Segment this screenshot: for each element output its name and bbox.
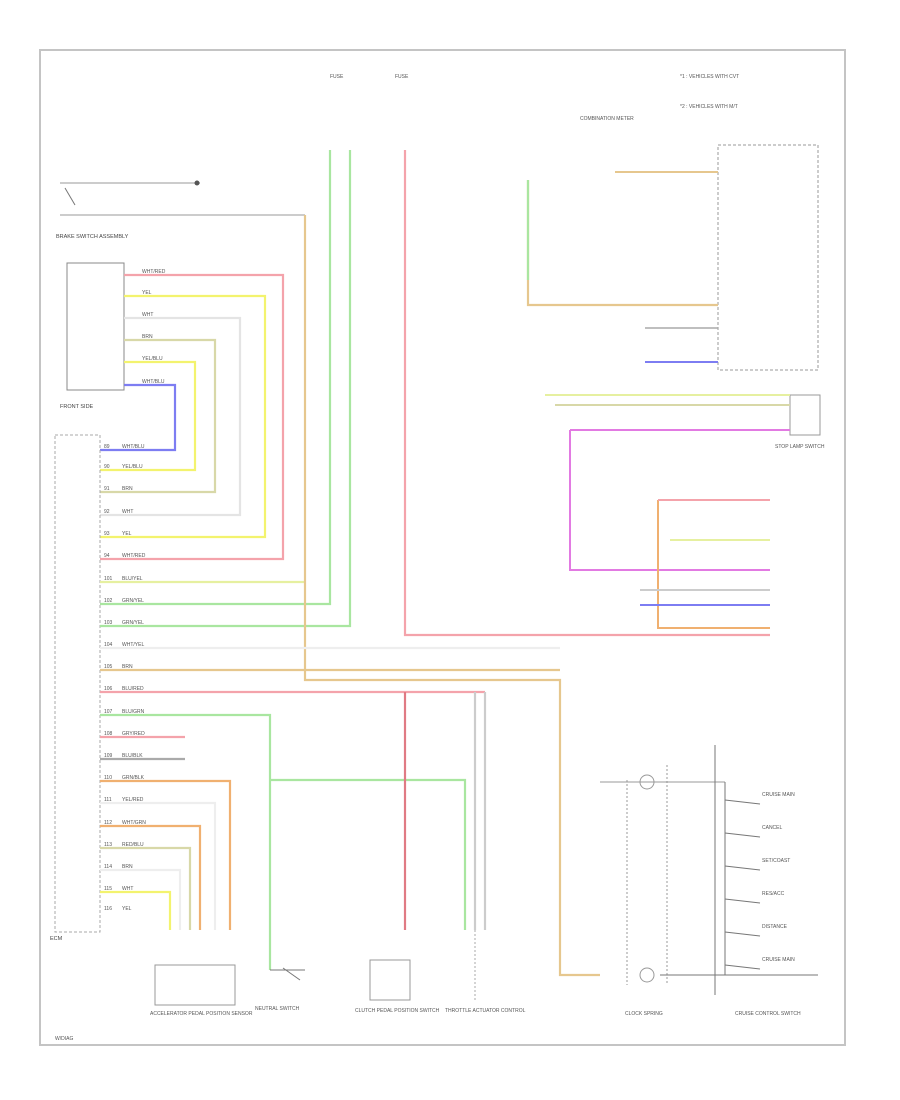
ecm-wire-color: WHT	[122, 886, 133, 892]
ecm-label: ECM	[50, 936, 63, 942]
ecm-wire-color: BLU/RED	[122, 686, 144, 692]
ecm-pin-number: 102	[104, 598, 113, 604]
cruise-switch-contact	[724, 964, 761, 970]
ecm-wire-color: GRN/YEL	[122, 598, 144, 604]
clock-spring-label: CLOCK SPRING	[625, 1011, 663, 1017]
ecm-wire-color: WHT/YEL	[122, 642, 144, 648]
ecm-pin-number: 114	[104, 864, 112, 870]
ecm-wire-color: BRN	[122, 664, 133, 670]
fuse-a-label: FUSE	[330, 74, 344, 80]
combination-meter	[526, 144, 819, 371]
front-connector-label: FRONT SIDE	[60, 404, 94, 410]
footer-label: W/DIAG	[55, 1036, 73, 1042]
ecm-pin-number: 89	[104, 444, 110, 450]
stop-lamp-switch-label: STOP LAMP SWITCH	[775, 444, 825, 450]
stop-lamp-switch	[545, 394, 821, 629]
note-2: *2 : VEHICLES WITH M/T	[680, 104, 738, 110]
ecm-pin-number: 94	[104, 553, 110, 559]
ecm-wire-color: RED/BLU	[122, 842, 144, 848]
ecm-wire-color: YEL	[122, 531, 132, 537]
ecm-box	[54, 434, 101, 933]
neutral-switch-symbol	[270, 967, 305, 981]
top-brake-switch	[60, 180, 305, 216]
ecm-wire-color: YEL/RED	[122, 797, 144, 803]
actuator-label: THROTTLE ACTUATOR CONTROL	[445, 1008, 526, 1014]
combination-meter-label: COMBINATION METER	[580, 116, 634, 122]
ecm-wire-color: GRY/RED	[122, 731, 145, 737]
switch-wire-label: WHT/RED	[142, 269, 166, 275]
cruise-switch-contact	[724, 865, 761, 871]
ecm-wire-color: BRN	[122, 864, 133, 870]
ecm-pin-number: 104	[104, 642, 113, 648]
accel-sensor-box	[154, 964, 236, 1006]
cruise-switch-contact	[724, 799, 761, 805]
ecm-pin-number: 101	[104, 576, 113, 582]
clock-spring	[600, 745, 818, 995]
switch-wire-label: YEL/BLU	[142, 356, 163, 362]
cruise-switch-item: CRUISE MAIN	[762, 957, 795, 963]
ecm-pin-number: 93	[104, 531, 110, 537]
ecm-wire-color: WHT/GRN	[122, 820, 146, 826]
cruise-switch-item: SET/COAST	[762, 858, 790, 864]
ecm-pin-number: 103	[104, 620, 113, 626]
switch-wire-label: WHT	[142, 312, 153, 318]
note-1: *1 : VEHICLES WITH CVT	[680, 74, 739, 80]
cruise-switch-label: CRUISE CONTROL SWITCH	[735, 1011, 801, 1017]
ecm-wire-color: WHT/RED	[122, 553, 146, 559]
ecm-pin-number: 105	[104, 664, 113, 670]
switch-assembly-box	[66, 262, 125, 391]
ecm-pin-number: 112	[104, 820, 112, 826]
ecm-wire-color: GRN/YEL	[122, 620, 144, 626]
ecm-wire-color: BLU/BLK	[122, 753, 143, 759]
ecm-pin-number: 107	[104, 709, 113, 715]
ecm-wire-color: WHT	[122, 509, 133, 515]
ecm-wire-color: YEL	[122, 906, 132, 912]
ecm-pin-number: 113	[104, 842, 112, 848]
neutral-switch-label: NEUTRAL SWITCH	[255, 1006, 300, 1012]
ecm-wire-color: WHT/BLU	[122, 444, 145, 450]
clutch-switch-box	[369, 959, 411, 1001]
ecm-wire-color: BLU/YEL	[122, 576, 143, 582]
cruise-switch-item: RES/ACC	[762, 891, 785, 897]
switch-wire-label: YEL	[142, 290, 152, 296]
switch-assembly-label: BRAKE SWITCH ASSEMBLY	[56, 234, 129, 240]
ecm-pin-number: 116	[104, 906, 112, 912]
ecm-wires	[100, 150, 770, 977]
diagram-frame	[39, 49, 846, 1046]
ecm-wire-color: BRN	[122, 486, 133, 492]
ecm-pin-number: 92	[104, 509, 110, 515]
switch-wire-label: BRN	[142, 334, 153, 340]
cruise-switch-contact	[724, 832, 761, 838]
ecm-wire-color: BLU/GRN	[122, 709, 145, 715]
fuse-b-label: FUSE	[395, 74, 409, 80]
switch-wires	[100, 273, 285, 561]
ecm-pin-number: 108	[104, 731, 113, 737]
ecm-pin-number: 91	[104, 486, 110, 492]
ecm-pin-number: 90	[104, 464, 110, 470]
ecm-pin-number: 109	[104, 753, 113, 759]
ecm-pin-number: 115	[104, 886, 112, 892]
ecm-wire-color: GRN/BLK	[122, 775, 145, 781]
ecm-wire-color: YEL/BLU	[122, 464, 143, 470]
switch-wire-label: WHT/BLU	[142, 379, 165, 385]
cruise-switch-item: CANCEL	[762, 825, 783, 831]
cruise-switch-item: DISTANCE	[762, 924, 788, 930]
cruise-switch-item: CRUISE MAIN	[762, 792, 795, 798]
accel-sensor-label: ACCELERATOR PEDAL POSITION SENSOR	[150, 1011, 253, 1017]
ecm-pin-number: 106	[104, 686, 113, 692]
ecm-pin-number: 110	[104, 775, 112, 781]
cruise-switch-contact	[724, 931, 761, 937]
clutch-switch-label: CLUTCH PEDAL POSITION SWITCH	[355, 1008, 440, 1014]
ecm-pin-number: 111	[104, 797, 112, 803]
cruise-switch-contact	[724, 898, 761, 904]
